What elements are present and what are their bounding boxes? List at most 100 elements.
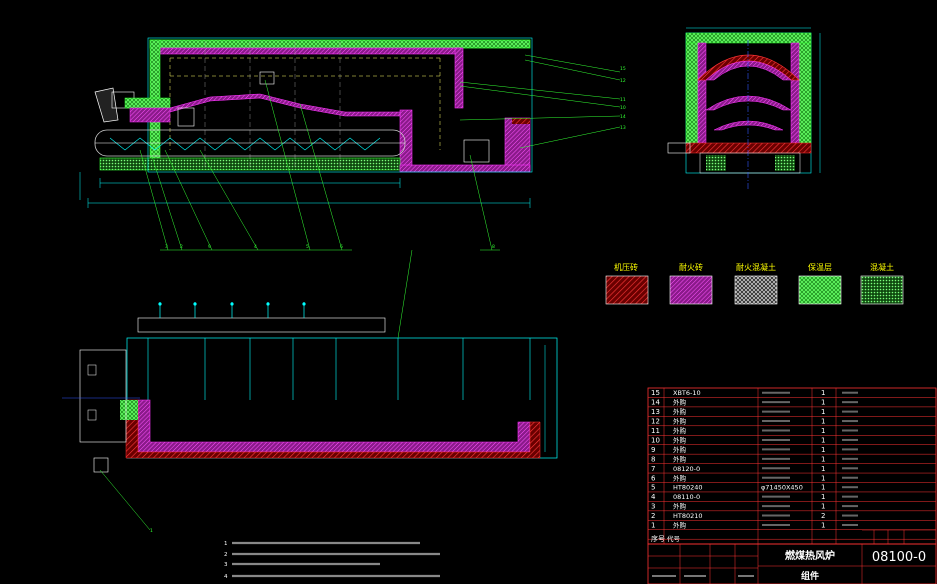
svg-text:8: 8 [492,244,495,250]
bom-row-qty: 1 [821,493,825,501]
bom-row-qty: 1 [821,436,825,444]
drawing-name: 燃煤热风炉 [785,549,835,562]
bom-row-code: HT80210 [673,512,703,520]
bom-row-code: 外购 [673,445,687,454]
bom-row-number: 7 [651,465,655,473]
legend-item-3: 耐火混凝土 [734,262,778,305]
legend-label-5: 混凝土 [870,262,894,272]
svg-text:10: 10 [620,105,626,111]
svg-text:6: 6 [340,244,343,250]
svg-text:15: 15 [620,66,626,72]
bom-row-code: 08120-0 [673,465,700,473]
technical-notes: 1 2 3 4 [224,541,440,580]
bom-row-qty: 2 [821,512,825,520]
legend-swatch-4 [798,275,842,305]
title-block: 燃煤热风炉 08100-0 组件 [647,543,937,584]
svg-text:13: 13 [620,125,626,131]
note-4: 4 [224,574,228,580]
bom-row-qty: 1 [821,408,825,416]
bom-row-code: 外购 [673,417,687,426]
bom-row-spec: φ71450X450 [761,484,803,492]
bom-row-qty: 1 [821,474,825,482]
cross-section-view [667,27,821,190]
bom-row-code: XBT6-10 [673,389,701,397]
bom-row: 12 外购 1 [651,417,825,426]
bom-row-code: 外购 [673,502,687,511]
bom-row-qty: 1 [821,522,825,530]
bom-row: 4 08110-0 1 [651,493,825,501]
svg-text:2: 2 [180,244,183,250]
bom-row: 8 外购 1 [651,454,825,463]
plan-view: 1 [62,249,558,534]
bom-row-code: 外购 [673,426,687,435]
bom-row-number: 11 [651,427,660,435]
svg-text:1: 1 [150,528,153,534]
bom-row-code: 外购 [673,435,687,444]
svg-text:9: 9 [208,244,211,250]
drawing-number: 08100-0 [872,550,926,565]
drawing-subtitle: 组件 [801,570,819,582]
bom-row-qty: 1 [821,455,825,463]
bom-row-number: 2 [651,512,655,520]
bom-row-number: 9 [651,446,655,454]
bom-row-qty: 1 [821,399,825,407]
bom-row-number: 6 [651,474,656,482]
bom-row-qty: 1 [821,484,825,492]
legend-item-5: 混凝土 [860,262,904,305]
bom-row-qty: 1 [821,465,825,473]
bom-row-code: 08110-0 [673,493,700,501]
bom-row-number: 4 [651,493,656,501]
legend-swatch-1 [605,275,649,305]
legend-item-1: 机压砖 [605,262,649,305]
note-2: 2 [224,552,228,558]
svg-text:5: 5 [306,244,309,250]
bom-row: 14 外购 1 [651,398,825,407]
bom-row-code: 外购 [673,398,687,407]
bom-row: 10 外购 1 [651,435,825,444]
bom-row-qty: 1 [821,446,825,454]
bom-row-number: 10 [651,436,660,444]
bom-row: 13 外购 1 [651,407,825,416]
legend-label-1: 机压砖 [614,262,638,272]
bom-row-qty: 1 [821,418,825,426]
bom-row: 9 外购 1 [651,445,825,454]
bom-row-code: 外购 [673,473,687,482]
bom-row: 5 HT80240 φ71450X450 1 [651,484,825,492]
bom-row-code: 外购 [673,454,687,463]
legend-label-2: 耐火砖 [679,262,703,272]
legend-label-3: 耐火混凝土 [736,262,776,272]
bom-row-number: 3 [651,503,655,511]
legend-swatch-3 [734,275,778,305]
bom-row: 7 08120-0 1 [651,465,825,473]
bom-row-number: 8 [651,455,655,463]
bom-row: 2 HT80210 2 [651,512,825,520]
legend-item-4: 保温层 [798,262,842,305]
bom-row-number: 12 [651,418,660,426]
bom-row-qty: 1 [821,389,825,397]
svg-text:14: 14 [620,114,626,120]
bom-row-number: 13 [651,408,660,416]
bom-row-qty: 1 [821,503,825,511]
bom-row-code: 外购 [673,407,687,416]
legend-label-4: 保温层 [808,262,832,272]
bom-row-code: 外购 [673,521,687,530]
bom-row-number: 1 [651,522,655,530]
bom-row: 3 外购 1 [651,502,825,511]
bom-row: 6 外购 1 [651,473,825,482]
bom-row-number: 14 [651,399,660,407]
svg-text:11: 11 [620,97,626,103]
bom-header-no: 序号 [651,534,665,543]
note-3: 3 [224,562,228,568]
bom-header-code: 代号 [667,534,681,543]
bom-row: 1 外购 1 [651,521,825,530]
legend-swatch-5 [860,275,904,305]
bom-row-code: HT80240 [673,484,703,492]
bom-row-number: 5 [651,484,655,492]
svg-text:4: 4 [254,244,257,250]
legend-item-2: 耐火砖 [669,262,713,305]
